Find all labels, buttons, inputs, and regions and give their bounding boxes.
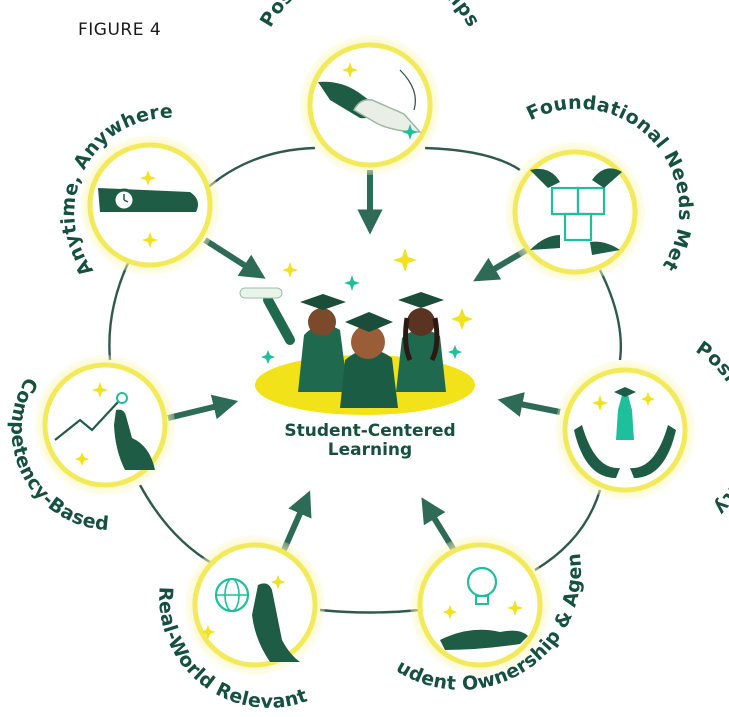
wristwatch-icon bbox=[98, 170, 198, 248]
graduates-icon bbox=[239, 287, 446, 408]
handshake-icon bbox=[318, 62, 422, 140]
puzzle-hands-icon bbox=[530, 168, 622, 255]
figure-label: FIGURE 4 bbox=[78, 20, 162, 40]
node-real-world-relevant: Real-World Relevant bbox=[154, 535, 325, 713]
arrow-from-competency-based bbox=[167, 394, 239, 421]
center-title-line2: Learning bbox=[328, 440, 412, 460]
center-title-line1: Student-Centered bbox=[284, 421, 455, 441]
node-positive-identity: Positive Identity bbox=[555, 337, 729, 520]
globe-hand-icon bbox=[201, 575, 300, 662]
graduate-in-hands-icon bbox=[574, 387, 676, 478]
node-anytime-anywhere: Anytime, Anywhere bbox=[57, 101, 220, 280]
node-label-positive-identity: Positive Identity bbox=[692, 337, 729, 519]
node-foundational-needs-met: Foundational Needs Met bbox=[505, 92, 696, 282]
center-illustration: Student-Centered Learning bbox=[239, 248, 475, 460]
arrow-from-positive-identity bbox=[497, 392, 561, 417]
arrow-from-anytime-anywhere bbox=[203, 237, 266, 279]
node-competency-based: Competency-Based bbox=[6, 355, 175, 535]
lightbulb-hand-icon bbox=[440, 566, 528, 650]
sparkles bbox=[261, 248, 473, 364]
rising-line-hand-icon bbox=[54, 382, 155, 470]
node-label-positive-relationships: Positive Relationships bbox=[256, 0, 484, 31]
